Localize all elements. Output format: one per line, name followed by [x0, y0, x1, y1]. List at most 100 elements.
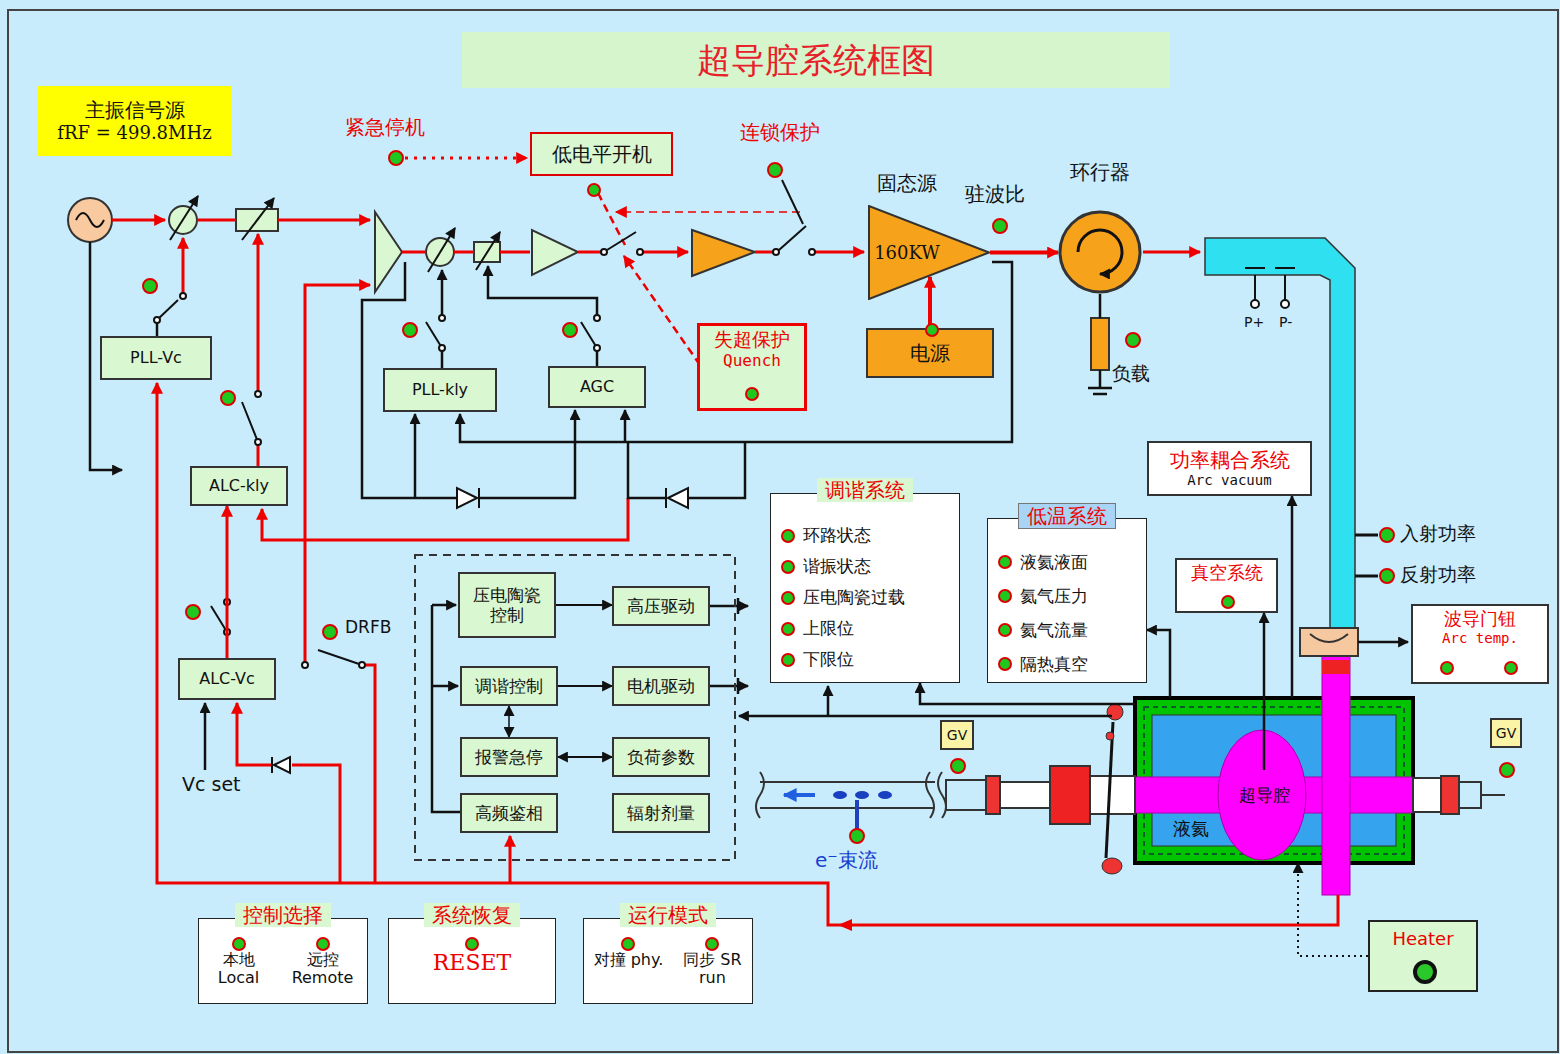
part-label: 驻波比 — [965, 182, 1025, 206]
status-led — [1440, 661, 1454, 675]
status-item: 本地 Local — [204, 937, 274, 986]
valve-box: GV — [940, 720, 974, 750]
status-led — [925, 323, 939, 337]
connector — [508, 706, 510, 737]
beam-pipe — [1413, 778, 1441, 812]
circulator-circle — [1060, 212, 1140, 292]
electron-beam — [833, 791, 847, 799]
rf-line — [112, 219, 165, 222]
diode-symbol — [274, 757, 290, 773]
item-list: RESET — [389, 937, 555, 975]
control-panel: 运行模式对撞 phy.同步 SR run — [583, 918, 753, 1004]
tuner-symbol — [1106, 732, 1114, 740]
status-item: 上限位 — [781, 613, 955, 644]
process-box: 压电陶瓷控制 — [458, 572, 556, 638]
signal-wire — [710, 685, 748, 688]
title-band — [462, 32, 1170, 88]
rf-line — [305, 285, 370, 662]
rf-line — [157, 383, 1338, 925]
status-led — [389, 151, 403, 165]
electron-beam — [855, 791, 869, 799]
connector — [1291, 496, 1294, 698]
node-text: ALC-Vc — [199, 669, 255, 688]
connector — [1147, 630, 1170, 698]
beam-pipe — [1459, 782, 1481, 808]
signal-wire — [1245, 268, 1295, 300]
signal-wire — [782, 180, 803, 224]
beam-pipe — [756, 772, 946, 818]
node-text: 压电陶瓷控制 — [472, 585, 542, 626]
rf-line — [755, 251, 773, 254]
signal-wire — [432, 604, 456, 607]
status-led — [745, 387, 759, 401]
rf-line — [262, 498, 628, 540]
control-panel: 系统恢复RESET — [388, 918, 556, 1004]
signal-wire — [204, 703, 207, 770]
node-text: 超导腔 — [1239, 785, 1290, 805]
signal-wire — [414, 414, 417, 498]
status-led — [998, 589, 1012, 603]
cryostat-illustration — [1322, 660, 1350, 674]
process-box: 高频鉴相 — [460, 793, 558, 833]
control-panel: 控制选择本地 Local远控 Remote — [198, 918, 368, 1004]
process-box: 辐射剂量 — [612, 793, 710, 833]
node-text: 调谐控制 — [475, 676, 543, 696]
status-led — [951, 759, 965, 773]
diode-symbol — [665, 488, 667, 508]
tuner-symbol — [1102, 704, 1123, 874]
switch-symbol — [180, 293, 186, 299]
status-led — [465, 937, 479, 951]
cryostat-illustration — [1300, 628, 1358, 656]
status-led — [993, 219, 1007, 233]
beam-pipe — [756, 766, 1505, 824]
node-text: GV — [947, 727, 967, 744]
rf-line — [278, 219, 370, 222]
shape — [1058, 210, 1142, 294]
signal-wire — [827, 686, 830, 716]
oscillator-symbol — [68, 198, 112, 242]
node-text: AGC — [580, 377, 614, 396]
status-item: 同步 SR run — [682, 937, 742, 986]
signal-wire — [242, 198, 274, 240]
part-label: P- — [1279, 314, 1292, 331]
node-text: 下限位 — [803, 649, 854, 669]
status-item: 远控 Remote — [283, 937, 363, 986]
node-text: Quench — [723, 351, 781, 370]
status-led — [587, 183, 601, 197]
status-item: 对撞 phy. — [594, 937, 664, 969]
switch-symbol — [255, 391, 261, 397]
connector — [558, 685, 612, 687]
diode-symbol — [272, 488, 688, 773]
beam-pipe — [986, 776, 1000, 814]
control-box: PLL-kly — [383, 368, 497, 412]
circulator-circle: 环行器 — [1058, 210, 1142, 294]
switch-symbol — [809, 249, 815, 255]
status-item: 氦气流量 — [998, 613, 1142, 647]
status-led — [781, 560, 795, 574]
process-box: 高压驱动 — [612, 586, 710, 626]
signal-wire — [710, 605, 748, 608]
part-label: 负载 — [1112, 362, 1150, 385]
node-text: 高压驱动 — [627, 596, 695, 616]
signal-wire — [428, 228, 455, 272]
protection-box: 失超保护Quench — [697, 323, 807, 411]
subsystem-box: 功率耦合系统Arc vacuum — [1147, 441, 1312, 496]
node-text: 主振信号源 — [85, 98, 185, 122]
part-label: Vc set — [182, 773, 241, 796]
node-text: 液氦液面 — [1020, 552, 1088, 572]
switch-symbol — [359, 662, 365, 668]
control-box: ALC-Vc — [178, 658, 276, 700]
status-led — [781, 529, 795, 543]
node-text: ALC-kly — [209, 476, 269, 495]
process-box: 负荷参数 — [612, 737, 710, 777]
node-text: 负荷参数 — [627, 747, 695, 767]
rf-line — [643, 251, 688, 254]
node-text: RESET — [433, 951, 511, 975]
node-text: 报警急停 — [475, 747, 543, 767]
connector — [990, 251, 1058, 255]
node-text: fRF = 499.8MHz — [57, 122, 211, 144]
diode-symbol — [478, 488, 480, 508]
switch-symbol — [154, 317, 160, 323]
